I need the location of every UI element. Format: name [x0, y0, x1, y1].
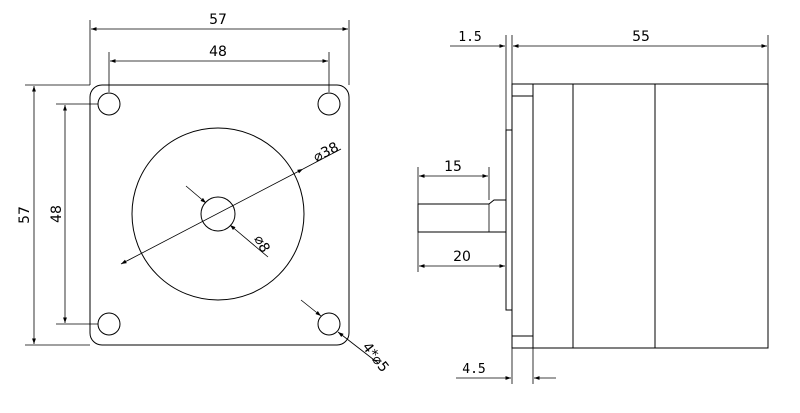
dim-boss-height: 4.5	[462, 362, 485, 377]
dim-shaft-length: 20	[453, 249, 471, 265]
flange-outline	[89, 84, 350, 346]
motor-body	[511, 83, 769, 349]
dim-flange-thickness: 1.5	[458, 30, 481, 45]
front-view: 57 48 57 48 ⌀38 ⌀8 4*⌀5	[17, 12, 392, 376]
shaft	[417, 199, 506, 233]
dim-hole-spacing-v: 48	[49, 205, 65, 223]
dim-mount-holes: 4*⌀5	[359, 340, 392, 376]
mount-hole-bottom-right	[317, 312, 341, 336]
mount-hole-top-left	[97, 92, 121, 116]
leader-boss-ext	[302, 148, 342, 170]
dim-shaft-diameter: ⌀8	[250, 233, 272, 256]
leader-shaft-b	[229, 224, 269, 258]
dim-overall-height: 57	[17, 206, 33, 224]
leader-hole-a	[300, 299, 322, 317]
mounting-boss	[505, 129, 513, 311]
leader-boss-diameter	[120, 168, 304, 265]
boss-circle	[131, 127, 305, 301]
dim-shaft-flat-length: 15	[444, 159, 462, 175]
mount-hole-top-right	[317, 92, 341, 116]
mount-hole-bottom-left	[97, 312, 121, 336]
leader-hole-b	[337, 331, 379, 364]
dim-body-length: 55	[632, 29, 650, 45]
dim-overall-width: 57	[209, 12, 227, 28]
leader-shaft-a	[185, 185, 207, 204]
side-view: 1.5 55 15 20 4.5	[417, 29, 769, 384]
dim-hole-spacing-h: 48	[209, 44, 227, 60]
dim-boss-diameter: ⌀38	[311, 139, 342, 165]
shaft-circle	[200, 196, 236, 232]
